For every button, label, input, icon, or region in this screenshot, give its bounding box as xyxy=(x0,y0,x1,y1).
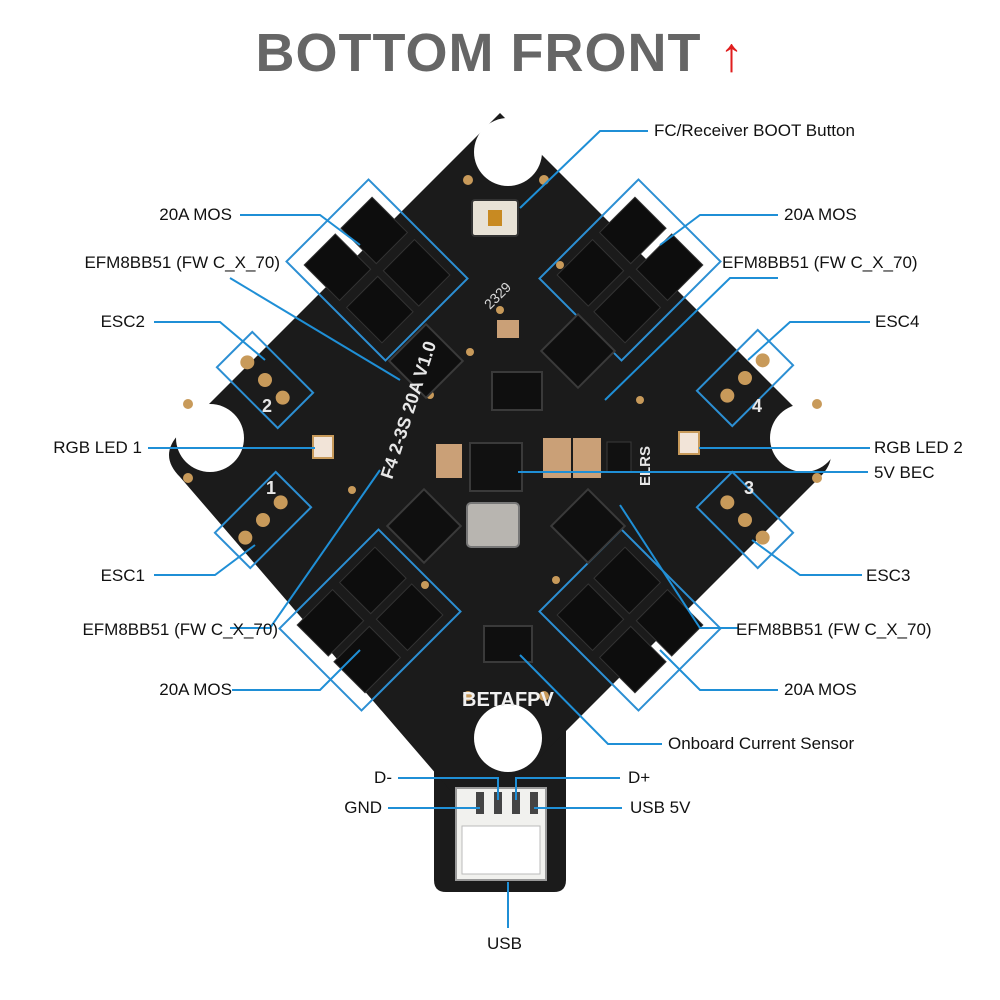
label-esc4: ESC4 xyxy=(875,312,920,331)
rgb-led-1 xyxy=(312,435,334,459)
label-mos-bottom-right: 20A MOS xyxy=(784,680,857,699)
mount-hole-bottom xyxy=(474,704,542,772)
esc2-pads xyxy=(215,330,315,430)
label-mos-top-right: 20A MOS xyxy=(784,205,857,224)
esc4-pads xyxy=(695,328,795,428)
label-current-sensor: Onboard Current Sensor xyxy=(668,734,855,753)
mount-hole-left xyxy=(176,404,244,472)
label-esc1: ESC1 xyxy=(100,566,145,585)
label-efm-top-left: EFM8BB51 (FW C_X_70) xyxy=(84,253,280,272)
esc3-pads xyxy=(695,470,795,570)
mount-hole-top xyxy=(474,118,542,186)
mos-tr xyxy=(538,178,722,362)
usb-pins xyxy=(476,792,538,814)
brand-logo: BETAFPV xyxy=(462,689,555,711)
current-sensor-chip xyxy=(483,625,533,663)
up-arrow-icon: ↑ xyxy=(719,29,745,82)
label-esc3: ESC3 xyxy=(866,566,911,585)
silk-esc2: 2 xyxy=(262,396,272,416)
label-5v-bec: 5V BEC xyxy=(874,463,935,482)
gyro-can xyxy=(466,502,520,548)
label-mos-top-left: 20A MOS xyxy=(159,205,232,224)
label-mos-bottom-left: 20A MOS xyxy=(159,680,232,699)
silk-esc1: 1 xyxy=(266,478,276,498)
label-rgb-led-2: RGB LED 2 xyxy=(874,438,963,457)
mos-bl xyxy=(278,528,462,712)
label-usb: USB xyxy=(487,934,522,953)
label-d-plus: D+ xyxy=(628,768,651,787)
vias xyxy=(183,175,822,701)
diagram-title: BOTTOM FRONT↑ xyxy=(255,23,745,83)
label-boot-button: FC/Receiver BOOT Button xyxy=(654,121,855,140)
label-usb-5v: USB 5V xyxy=(630,798,691,817)
label-efm-top-right: EFM8BB51 (FW C_X_70) xyxy=(722,253,918,272)
silk-esc3: 3 xyxy=(744,478,754,498)
mos-tl xyxy=(285,178,469,362)
label-esc2: ESC2 xyxy=(100,312,145,331)
label-efm-bottom-left: EFM8BB51 (FW C_X_70) xyxy=(82,620,278,639)
fc-chip xyxy=(469,442,523,492)
efm-chips xyxy=(385,312,627,565)
label-efm-bottom-right: EFM8BB51 (FW C_X_70) xyxy=(736,620,932,639)
reg-chip xyxy=(491,371,543,411)
silk-esc4: 4 xyxy=(752,396,762,416)
label-rgb-led-1: RGB LED 1 xyxy=(53,438,142,457)
callout-lines xyxy=(148,130,870,928)
mount-hole-right xyxy=(770,404,838,472)
label-gnd: GND xyxy=(344,798,382,817)
esc1-pads xyxy=(213,470,313,570)
rgb-led-2 xyxy=(678,431,700,455)
bec-chip xyxy=(606,441,632,473)
label-d-minus: D- xyxy=(374,768,392,787)
silk-elrs: ELRS xyxy=(637,446,654,486)
